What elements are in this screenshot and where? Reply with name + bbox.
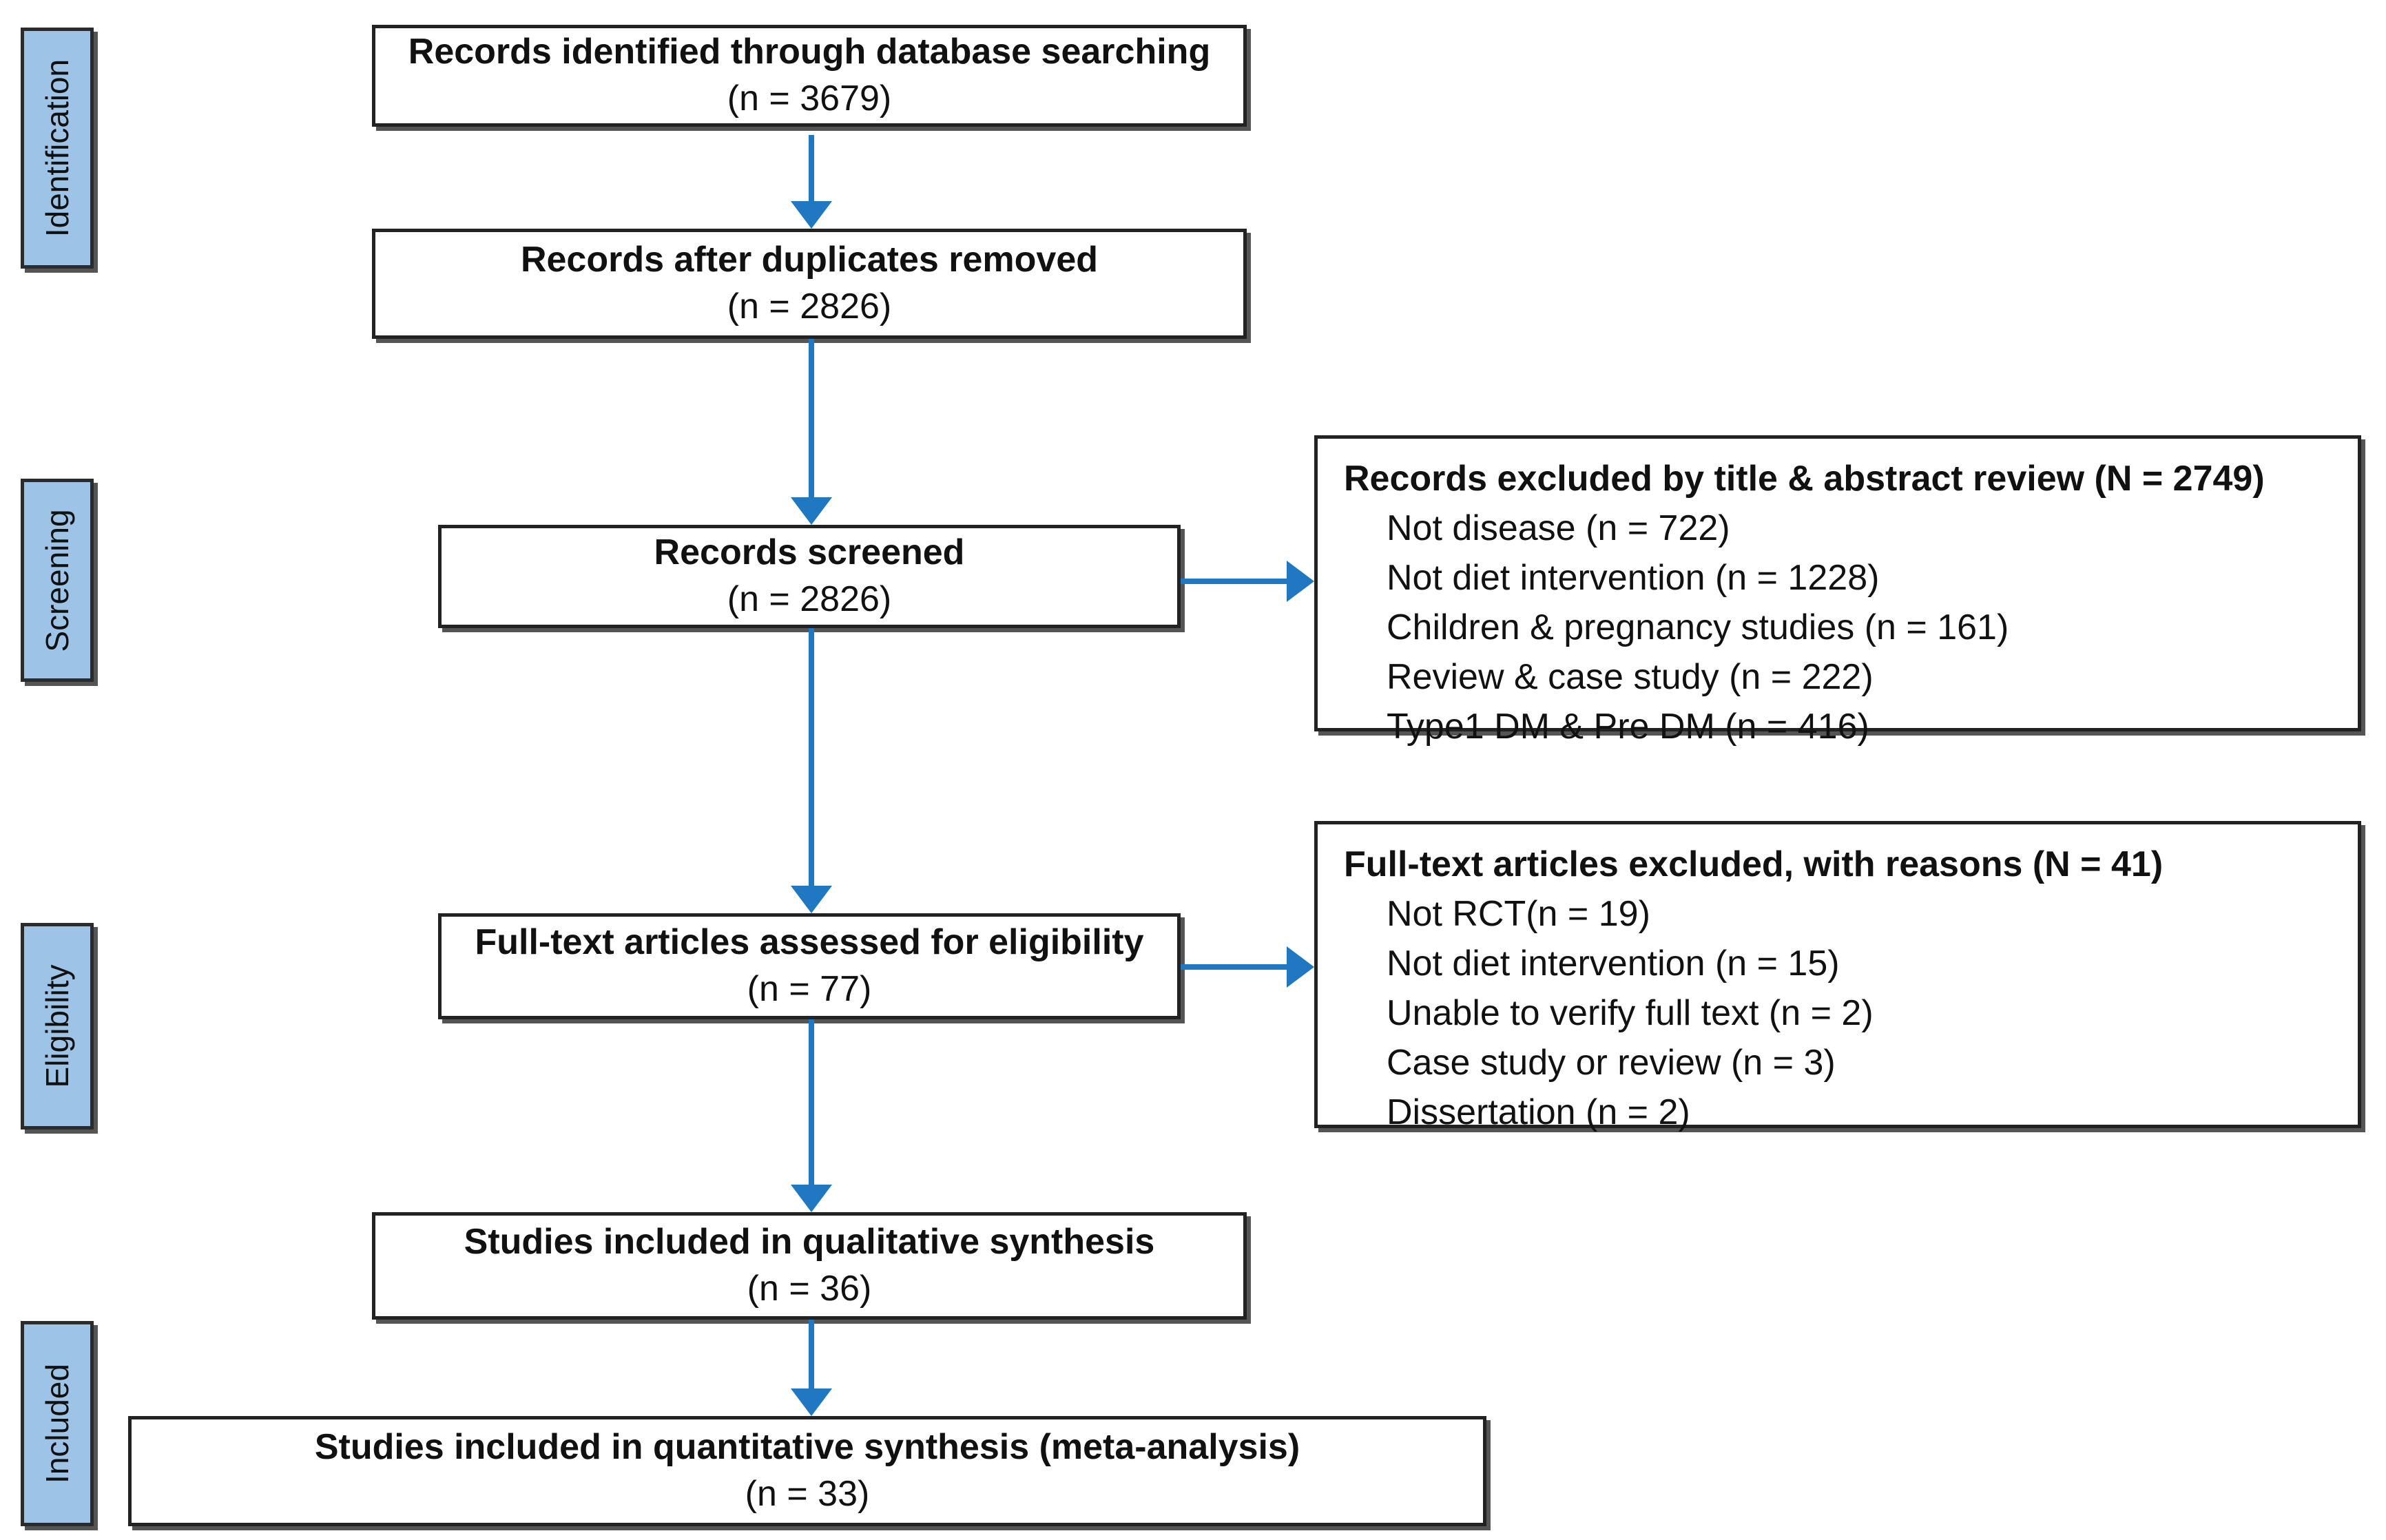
excluded-title-abstract-item: Type1 DM & Pre DM (n = 416) <box>1387 707 1869 747</box>
arrow-screened-to-fulltext-head <box>791 886 832 913</box>
box-after-duplicates: Records after duplicates removed (n = 28… <box>372 229 1247 339</box>
arrow-fulltext-to-qualitative-head <box>791 1185 832 1212</box>
box-records-identified: Records identified through database sear… <box>372 25 1247 127</box>
excluded-title-abstract-item: Not diet intervention (n = 1228) <box>1387 558 1880 598</box>
box-quantitative-synthesis: Studies included in quantitative synthes… <box>128 1416 1486 1526</box>
box-fulltext-assessed-count: (n = 77) <box>747 969 872 1009</box>
excluded-title-abstract-heading: Records excluded by title & abstract rev… <box>1344 459 2265 499</box>
box-qualitative-synthesis-title: Studies included in qualitative synthesi… <box>464 1222 1155 1262</box>
arrow-identified-to-duplicates-head <box>791 201 832 229</box>
box-fulltext-assessed: Full-text articles assessed for eligibil… <box>438 913 1181 1019</box>
box-excluded-fulltext: Full-text articles excluded, with reason… <box>1314 821 2361 1132</box>
excluded-fulltext-item: Unable to verify full text (n = 2) <box>1387 993 1874 1033</box>
excluded-title-abstract-item: Children & pregnancy studies (n = 161) <box>1387 607 2009 647</box>
box-after-duplicates-title: Records after duplicates removed <box>520 240 1099 280</box>
stage-identification: Identification <box>21 28 94 269</box>
excluded-title-abstract-list: Not disease (n = 722) Not diet intervent… <box>1344 503 2358 751</box>
arrow-screened-to-excluded-head <box>1287 561 1314 602</box>
arrow-duplicates-to-screened-head <box>791 497 832 525</box>
stage-screening: Screening <box>21 479 94 682</box>
excluded-fulltext-item: Case study or review (n = 3) <box>1387 1043 1836 1083</box>
excluded-fulltext-heading: Full-text articles excluded, with reason… <box>1344 844 2164 884</box>
excluded-fulltext-list: Not RCT(n = 19) Not diet intervention (n… <box>1344 889 2358 1137</box>
stage-eligibility: Eligibility <box>21 923 94 1130</box>
box-records-identified-title: Records identified through database sear… <box>408 32 1211 72</box>
box-fulltext-assessed-title: Full-text articles assessed for eligibil… <box>475 922 1144 963</box>
box-quantitative-synthesis-title: Studies included in quantitative synthes… <box>314 1427 1300 1468</box>
excluded-title-abstract-item: Not disease (n = 722) <box>1387 508 1730 548</box>
excluded-title-abstract-item: Review & case study (n = 222) <box>1387 657 1874 697</box>
box-after-duplicates-count: (n = 2826) <box>727 287 892 326</box>
excluded-fulltext-item: Not RCT(n = 19) <box>1387 894 1650 934</box>
box-qualitative-synthesis: Studies included in qualitative synthesi… <box>372 1212 1247 1320</box>
excluded-fulltext-item: Not diet intervention (n = 15) <box>1387 944 1840 984</box>
box-quantitative-synthesis-count: (n = 33) <box>745 1474 870 1514</box>
arrow-qualitative-to-quantitative-head <box>791 1388 832 1416</box>
box-records-identified-count: (n = 3679) <box>727 79 892 118</box>
box-qualitative-synthesis-count: (n = 36) <box>747 1269 872 1309</box>
box-excluded-title-abstract: Records excluded by title & abstract rev… <box>1314 435 2361 747</box>
box-records-screened: Records screened (n = 2826) <box>438 525 1181 628</box>
stage-included: Included <box>21 1321 94 1526</box>
excluded-fulltext-item: Dissertation (n = 2) <box>1387 1092 1690 1132</box>
box-records-screened-title: Records screened <box>654 532 965 573</box>
box-records-screened-count: (n = 2826) <box>727 579 892 619</box>
arrow-fulltext-to-excluded-head <box>1287 946 1314 988</box>
